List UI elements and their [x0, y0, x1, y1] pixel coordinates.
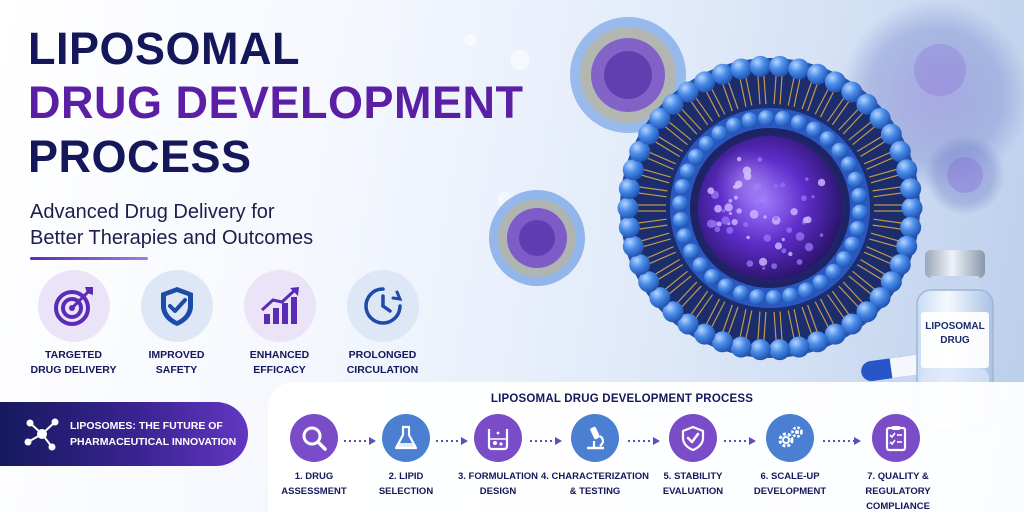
feature-label-line1: ENHANCED	[249, 349, 310, 361]
vial-label: LIPOSOMAL DRUG	[921, 320, 989, 348]
clock-icon	[346, 270, 419, 342]
subtitle-line2: Better Therapies and Outcomes	[30, 227, 314, 249]
title-line1: LIPOSOMAL	[28, 23, 300, 74]
feature-label-line1: IMPROVED	[148, 349, 205, 361]
step-label-line1: 4. CHARACTERIZATION	[540, 471, 650, 482]
step-label-line1: 5. STABILITY	[663, 471, 723, 482]
feature-label-line1: TARGETED	[45, 349, 102, 361]
banner-text: LIPOSOMES: THE FUTURE OF PHARMACEUTICAL …	[70, 418, 236, 450]
feature-list: TARGETED DRUG DELIVERY IMPROVED SAFETY	[22, 270, 434, 378]
subtitle-divider	[30, 257, 148, 260]
molecule-network-icon	[22, 414, 62, 454]
feature-label-line1: PROLONGED	[348, 349, 417, 361]
title-line2: DRUG DEVELOPMENT	[28, 77, 524, 128]
feature-label: PROLONGED CIRCULATION	[347, 348, 419, 378]
subtitle: Advanced Drug Delivery for Better Therap…	[30, 199, 390, 251]
step-label-line2: REGULATORY COMPLIANCE	[865, 486, 931, 512]
feature-label-line2: CIRCULATION	[346, 364, 419, 376]
vial-label-line1: LIPOSOMAL	[925, 321, 985, 332]
process-title: LIPOSOMAL DRUG DEVELOPMENT PROCESS	[490, 393, 754, 405]
beaker-icon	[474, 414, 522, 462]
step-label-line2: DESIGN	[479, 486, 517, 497]
step-label: 7. QUALITY & REGULATORY COMPLIANCE	[836, 469, 960, 512]
step-label: 5. STABILITY EVALUATION	[633, 469, 753, 499]
feature-label: ENHANCED EFFICACY	[250, 348, 310, 378]
step-label-line2: EVALUATION	[662, 486, 724, 497]
growth-chart-icon	[243, 270, 316, 342]
microscope-icon	[571, 414, 619, 462]
step-label-line1: 1. DRUG	[294, 471, 334, 482]
step-label-line2: SELECTION	[378, 486, 434, 497]
feature-label-line2: DRUG DELIVERY	[30, 364, 117, 376]
title-line3: PROCESS	[28, 131, 252, 182]
target-icon	[37, 270, 110, 342]
arrow-right-icon	[436, 437, 468, 445]
innovation-banner: LIPOSOMES: THE FUTURE OF PHARMACEUTICAL …	[0, 402, 248, 466]
gears-icon	[766, 414, 814, 462]
vial-label-line2: DRUG	[940, 335, 970, 346]
arrow-right-icon	[628, 437, 660, 445]
step-label-line2: & TESTING	[569, 486, 621, 497]
step-label-line2: DEVELOPMENT	[753, 486, 827, 497]
page-title: LIPOSOMAL DRUG DEVELOPMENT PROCESS	[28, 22, 524, 184]
feature-improved-safety: IMPROVED SAFETY	[125, 270, 228, 378]
feature-label: TARGETED DRUG DELIVERY	[31, 348, 117, 378]
arrow-right-icon	[344, 437, 376, 445]
step-label: 3. FORMULATION DESIGN	[438, 469, 558, 499]
step-label: 4. CHARACTERIZATION & TESTING	[535, 469, 655, 499]
step-label: 6. SCALE-UP DEVELOPMENT	[730, 469, 850, 499]
feature-label-line2: SAFETY	[155, 364, 198, 376]
subtitle-line1: Advanced Drug Delivery for	[30, 201, 275, 223]
banner-line2: PHARMACEUTICAL INNOVATION	[70, 436, 237, 448]
step-label-line1: 2. LIPID	[388, 471, 424, 482]
step-label-line1: 7. QUALITY &	[867, 471, 929, 482]
step-label: 2. LIPID SELECTION	[346, 469, 466, 499]
feature-enhanced-efficacy: ENHANCED EFFICACY	[228, 270, 331, 378]
feature-label: IMPROVED SAFETY	[148, 348, 204, 378]
feature-label-line2: EFFICACY	[253, 364, 306, 376]
shield-check-icon	[140, 270, 213, 342]
flask-icon	[382, 414, 430, 462]
feature-prolonged-circulation: PROLONGED CIRCULATION	[331, 270, 434, 378]
step-label-line1: 6. SCALE-UP	[760, 471, 820, 482]
feature-targeted-delivery: TARGETED DRUG DELIVERY	[22, 270, 125, 378]
magnifier-icon	[290, 414, 338, 462]
shield-check-icon	[669, 414, 717, 462]
arrow-right-icon	[823, 437, 861, 445]
banner-line1: LIPOSOMES: THE FUTURE OF	[70, 420, 223, 432]
step-label-line1: 3. FORMULATION	[457, 471, 539, 482]
step-label: 1. DRUG ASSESSMENT	[254, 469, 374, 499]
arrow-right-icon	[530, 437, 562, 445]
step-label-line2: ASSESSMENT	[281, 486, 347, 497]
arrow-right-icon	[724, 437, 756, 445]
clipboard-checklist-icon	[872, 414, 920, 462]
